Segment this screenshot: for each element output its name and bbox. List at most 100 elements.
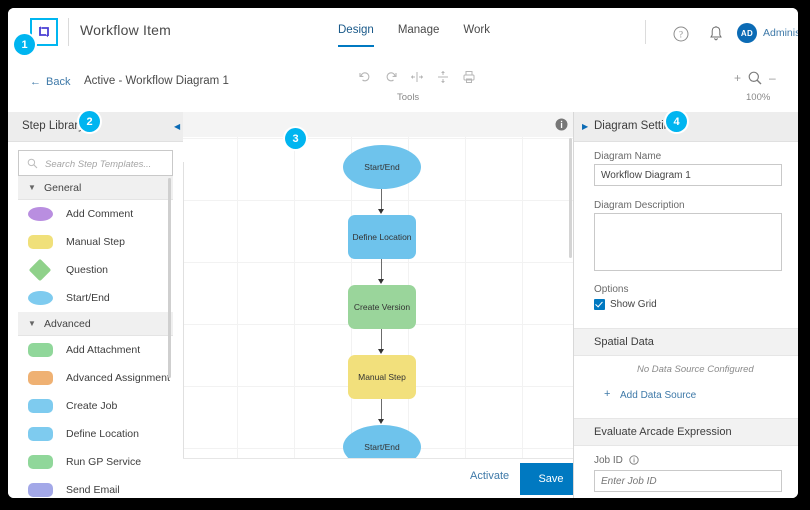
list-item[interactable]: Create Job [18, 392, 173, 420]
tab-design[interactable]: Design [338, 24, 374, 47]
list-item[interactable]: Add Attachment [18, 336, 173, 364]
diagram-edge [381, 329, 382, 351]
step-shape-rounded-icon [28, 343, 53, 357]
diagram-name-input[interactable] [594, 164, 782, 186]
callout-badge-1: 1 [14, 34, 35, 55]
diagram-node-define-location[interactable]: Define Location [348, 215, 416, 259]
help-circle-icon[interactable]: ? [673, 26, 689, 42]
step-shape-ellipse-icon [28, 291, 53, 305]
list-item-label: Advanced Assignment [66, 372, 170, 384]
diagram-canvas[interactable]: Start/End Define Location Create Version… [183, 112, 573, 498]
undo-icon[interactable] [358, 70, 372, 84]
list-item-label: Run GP Service [66, 456, 142, 468]
info-icon[interactable] [629, 455, 639, 465]
step-library-list[interactable]: ▼ General Add Comment Manual Step Questi… [18, 176, 173, 498]
diagram-node-manual-step[interactable]: Manual Step [348, 355, 416, 399]
canvas-vertical-scrollbar[interactable] [569, 138, 572, 258]
diagram-edge-arrow [378, 349, 384, 354]
app-window: Workflow Item Design Manage Work ? AD Ad… [8, 8, 798, 498]
svg-text:?: ? [679, 30, 683, 40]
group-header-general[interactable]: ▼ General [18, 176, 173, 200]
list-item[interactable]: Send Email [18, 476, 173, 498]
workflow-logo-icon[interactable] [30, 18, 58, 46]
canvas-toolbar [183, 112, 573, 138]
align-vertical-icon[interactable] [436, 70, 450, 84]
group-header-advanced[interactable]: ▼ Advanced [18, 312, 173, 336]
chevron-down-icon: ▼ [28, 183, 36, 192]
diagram-edge [381, 189, 382, 211]
print-icon[interactable] [462, 70, 476, 84]
add-data-source-button[interactable]: Add Data Source [620, 390, 697, 401]
zoom-out-button[interactable]: – [769, 71, 776, 85]
zoom-level-label: 100% [746, 92, 771, 103]
callout-badge-2: 2 [79, 111, 100, 132]
step-library-title: Step Library [22, 120, 85, 132]
list-item[interactable]: Add Comment [18, 200, 173, 228]
search-input[interactable]: Search Step Templates... [18, 150, 173, 176]
tools-label: Tools [397, 92, 420, 103]
list-item-label: Add Comment [66, 208, 134, 220]
search-placeholder: Search Step Templates... [45, 159, 152, 170]
step-shape-rounded-icon [28, 483, 53, 497]
zoom-controls: + – [734, 70, 776, 86]
add-data-source-plus-icon[interactable]: + [604, 388, 611, 400]
chevron-right-icon[interactable]: ▶ [582, 122, 589, 131]
step-shape-diamond-icon [28, 258, 52, 282]
list-item-label: Manual Step [66, 236, 125, 248]
diagram-settings-title: Diagram Settings [594, 120, 683, 132]
step-library-header: Step Library ◀ [8, 112, 183, 142]
list-item[interactable]: Start/End [18, 284, 173, 312]
diagram-edge-arrow [378, 209, 384, 214]
align-horizontal-icon[interactable] [410, 70, 424, 84]
magnifier-icon[interactable] [747, 70, 763, 86]
document-title: Active - Workflow Diagram 1 [84, 75, 229, 87]
list-item-label: Send Email [66, 484, 120, 496]
list-item-label: Start/End [66, 292, 110, 304]
zoom-in-button[interactable]: + [734, 71, 742, 85]
step-library-scrollbar[interactable] [168, 178, 171, 378]
show-grid-checkbox[interactable] [594, 299, 605, 310]
chevron-left-icon[interactable]: ◀ [174, 122, 181, 131]
node-label: Manual Step [358, 372, 406, 382]
tools-group [358, 70, 476, 84]
job-id-label: Job ID [594, 455, 623, 466]
step-shape-rounded-icon [28, 235, 53, 249]
list-item-label: Create Job [66, 400, 118, 412]
username-label[interactable]: Administrator [763, 27, 798, 39]
diagram-node-create-version[interactable]: Create Version [348, 285, 416, 329]
diagram-edge-arrow [378, 279, 384, 284]
group-label: Advanced [44, 318, 91, 330]
bell-icon[interactable] [708, 25, 724, 43]
list-item[interactable]: Run GP Service [18, 448, 173, 476]
list-item[interactable]: Manual Step [18, 228, 173, 256]
step-library-panel: Step Library ◀ Search Step Templates... … [8, 112, 184, 498]
info-circle-icon[interactable] [554, 117, 569, 132]
redo-icon[interactable] [384, 70, 398, 84]
back-button[interactable]: Back [46, 76, 71, 88]
canvas-left-border [183, 162, 184, 498]
node-label: Create Version [353, 302, 411, 312]
diagram-edge-arrow [378, 419, 384, 424]
job-id-input[interactable] [594, 470, 782, 492]
top-navigation: Design Manage Work [338, 24, 490, 47]
search-icon [27, 158, 38, 169]
app-header: Workflow Item Design Manage Work ? AD Ad… [8, 8, 798, 57]
arcade-title: Evaluate Arcade Expression [594, 426, 732, 438]
header-divider-2 [645, 20, 646, 44]
diagram-node-start-end-top[interactable]: Start/End [343, 145, 421, 189]
canvas-grid[interactable]: Start/End Define Location Create Version… [183, 137, 573, 498]
list-item[interactable]: Advanced Assignment [18, 364, 173, 392]
list-item[interactable]: Define Location [18, 420, 173, 448]
avatar[interactable]: AD [737, 23, 757, 43]
node-label: Start/End [364, 162, 400, 172]
step-shape-rounded-icon [28, 455, 53, 469]
header-divider [68, 18, 69, 46]
tab-work[interactable]: Work [463, 24, 490, 36]
back-arrow-icon[interactable]: ← [30, 76, 41, 88]
activate-button[interactable]: Activate [470, 470, 510, 482]
save-button[interactable]: Save [520, 463, 582, 495]
tab-manage[interactable]: Manage [397, 24, 440, 36]
diagram-description-textarea[interactable] [594, 213, 782, 271]
step-shape-rounded-icon [28, 427, 53, 441]
list-item[interactable]: Question [18, 256, 173, 284]
